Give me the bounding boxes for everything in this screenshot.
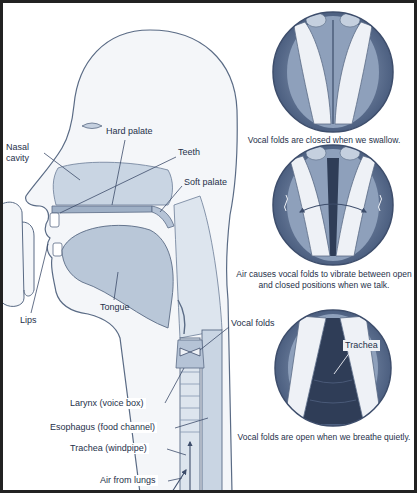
leader-lines	[31, 140, 229, 481]
part-label: Tongue	[100, 302, 130, 313]
part-label: Lips	[20, 315, 37, 326]
larynx	[176, 340, 204, 368]
caption-text: Air causes vocal folds to vibrate betwee…	[236, 269, 412, 291]
part-label: Trachea	[343, 340, 380, 351]
soft-palate	[152, 206, 174, 228]
nasal-cavity	[53, 162, 172, 205]
hand	[0, 202, 34, 306]
part-label: Hard palate	[106, 126, 153, 137]
vocal-folds-closed-view	[273, 12, 393, 132]
trachea-rings	[180, 372, 200, 432]
epiglottis	[178, 300, 185, 334]
part-label: Nasal cavity	[6, 142, 44, 164]
part-label: Soft palate	[184, 177, 227, 188]
upper-teeth	[50, 213, 59, 227]
part-label: Esophagus (food channel)	[48, 422, 157, 433]
eye	[82, 123, 102, 129]
head-profile	[26, 30, 238, 493]
lower-teeth	[53, 243, 62, 256]
caption-text: Vocal folds are open when we breathe qui…	[236, 432, 412, 443]
vocal-folds-side	[180, 348, 200, 356]
part-label: Air from lungs	[98, 475, 158, 486]
part-label: Trachea (windpipe)	[68, 443, 149, 454]
tongue	[62, 225, 173, 328]
part-label: Teeth	[178, 147, 200, 158]
vocal-folds-vibrating-view	[273, 145, 393, 265]
pharynx	[174, 196, 222, 338]
vocal-folds-open-view	[275, 310, 391, 426]
part-label: Vocal folds	[231, 318, 275, 329]
part-label: Larynx (voice box)	[68, 398, 146, 409]
caption-text: Vocal folds are closed when we swallow.	[236, 135, 412, 146]
esophagus	[202, 330, 222, 493]
air-arrows	[172, 442, 190, 492]
